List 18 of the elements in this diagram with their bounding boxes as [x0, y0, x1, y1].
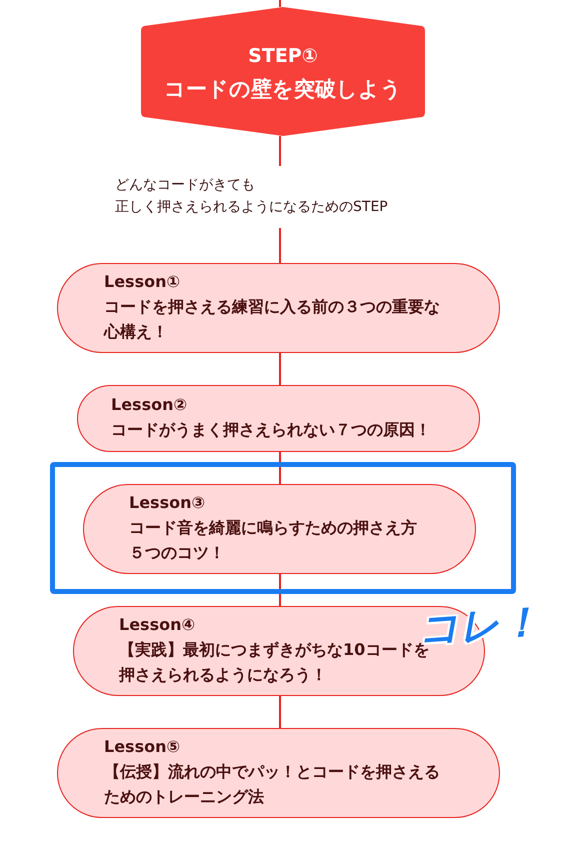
connector-line: [279, 353, 281, 385]
lesson-number: Lesson④: [119, 614, 196, 636]
connector-line: [279, 452, 281, 484]
connector-line: [279, 0, 281, 7]
highlight-frame: [50, 462, 516, 594]
step-label: STEP①: [247, 45, 319, 67]
step-title: コードの壁を突破しよう: [163, 76, 403, 103]
connector-line: [279, 574, 281, 606]
step-hexagon: [141, 7, 425, 136]
lesson-number: Lesson②: [111, 394, 188, 416]
lesson-number: Lesson③: [129, 492, 206, 514]
lesson-title: 【伝授】流れの中でパッ！とコードを押さえるためのトレーニング法: [104, 761, 441, 808]
lesson-number: Lesson①: [104, 271, 180, 294]
lesson-title: コードを押さえる練習に入る前の３つの重要な心構え！: [104, 296, 441, 343]
lesson-title: コード音を綺麗に鳴らすための押さえ方５つのコツ！: [129, 517, 418, 564]
lesson-title: コードがうまく押さえられない７つの原因！: [111, 419, 431, 441]
connector-line: [279, 696, 281, 728]
lesson-number: Lesson⑤: [104, 736, 180, 758]
